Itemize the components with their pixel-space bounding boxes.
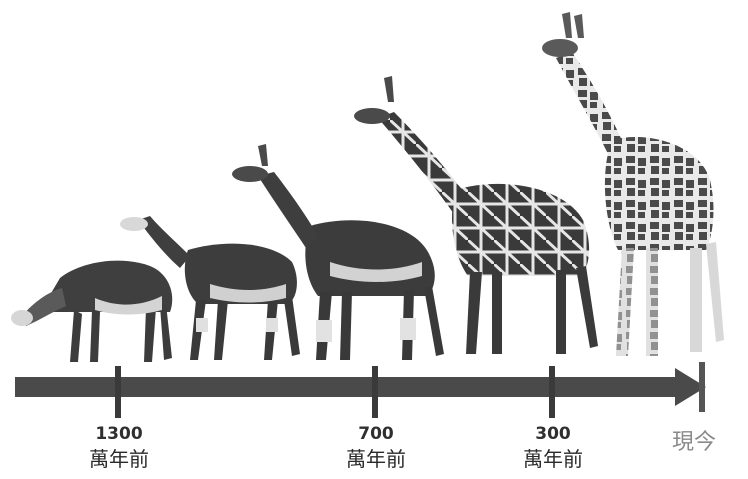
ancestor-animal-4	[354, 76, 598, 354]
tick-number: 1300	[78, 426, 160, 443]
ancestor-animal-1	[11, 261, 172, 362]
tick-700	[372, 366, 378, 418]
tick-number: 700	[335, 426, 417, 443]
modern-giraffe	[542, 12, 724, 356]
tick-label-700: 700 萬年前	[335, 426, 417, 469]
tick-label-1300: 1300 萬年前	[78, 426, 160, 469]
tick-unit: 萬年前	[78, 449, 160, 469]
tick-unit: 萬年前	[335, 449, 417, 469]
tick-300	[549, 366, 555, 418]
tick-number: 300	[512, 426, 594, 443]
tick-unit: 萬年前	[512, 449, 594, 469]
tick-label-300: 300 萬年前	[512, 426, 594, 469]
tick-now	[699, 362, 705, 412]
tick-label-now: 現今	[672, 432, 716, 454]
tick-1300	[115, 366, 121, 418]
